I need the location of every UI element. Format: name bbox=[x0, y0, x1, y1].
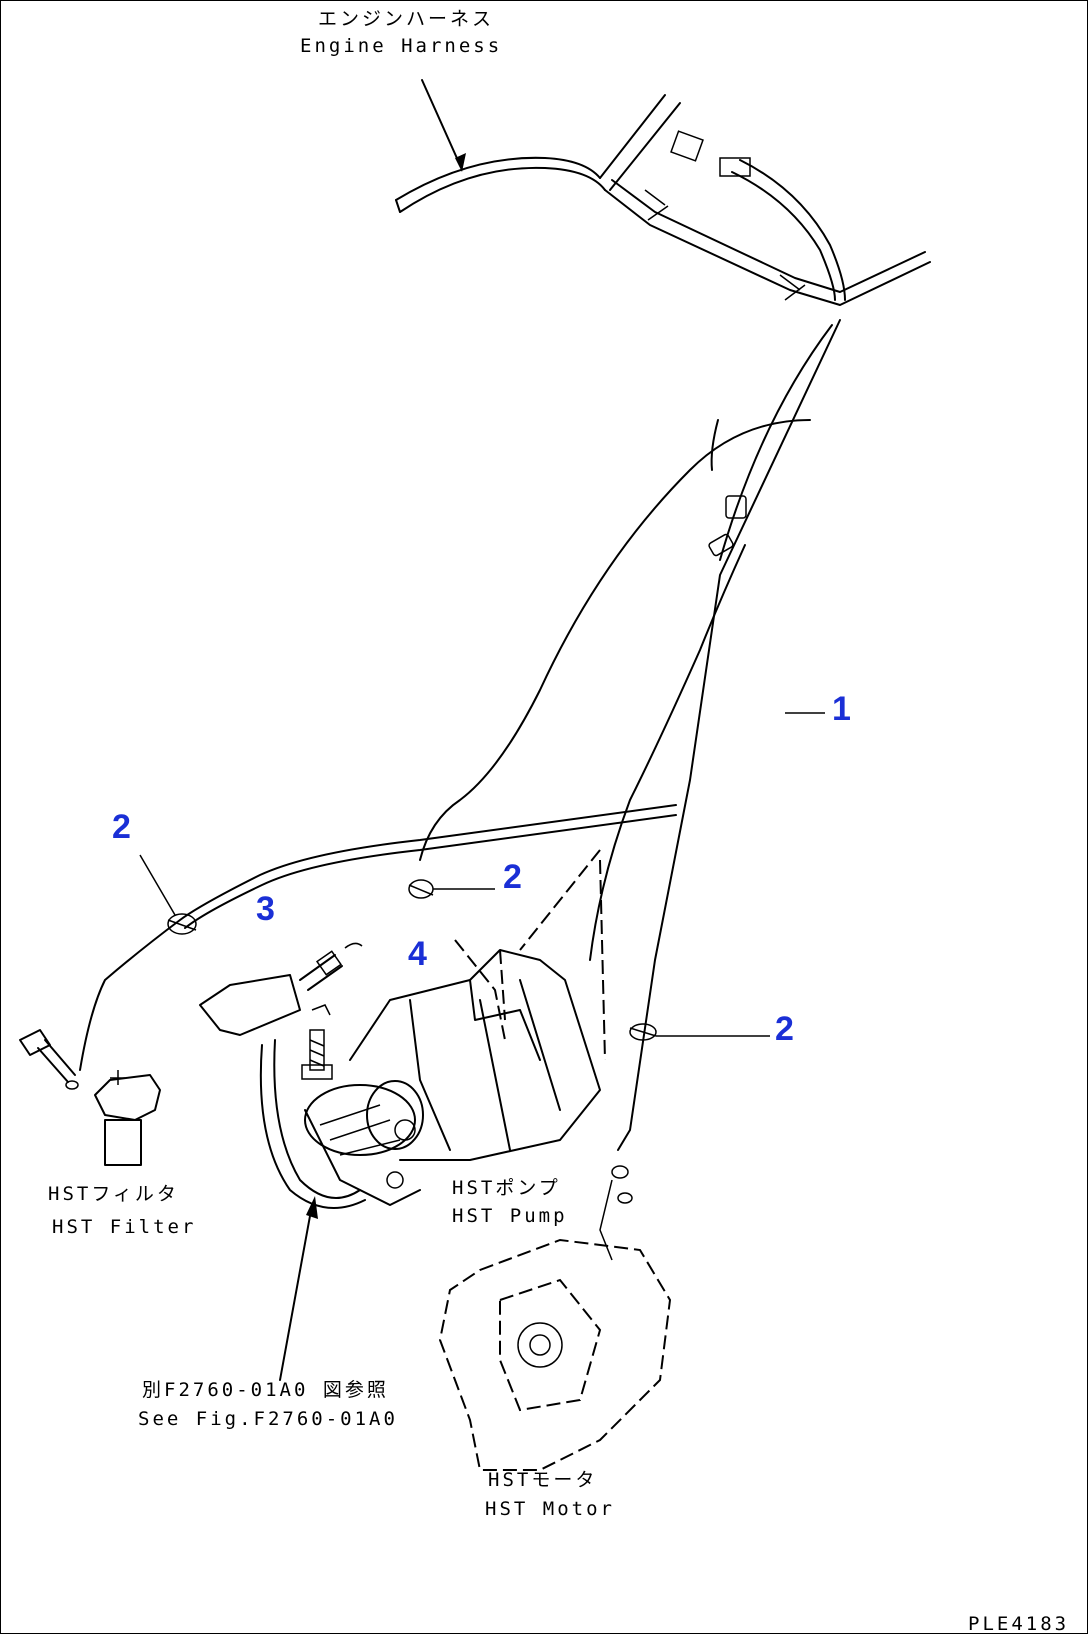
hst-motor bbox=[438, 1165, 672, 1471]
callout-leaders bbox=[139, 712, 825, 1381]
engine-harness-label-jp: エンジンハーネス bbox=[318, 8, 494, 30]
sensor-part-3 bbox=[299, 942, 363, 991]
engine-harness-label-en: Engine Harness bbox=[300, 35, 502, 57]
callout-part-2-filter: 2 bbox=[112, 808, 131, 846]
engine-harness bbox=[395, 79, 931, 306]
callout-part-1: 1 bbox=[832, 690, 851, 728]
hst-filter bbox=[19, 1029, 161, 1166]
hst-pump bbox=[199, 949, 601, 1209]
callout-part-2-right: 2 bbox=[775, 1010, 794, 1048]
bolt-part-4 bbox=[301, 1004, 333, 1080]
hst-filter-label-jp: HSTフィルタ bbox=[48, 1183, 179, 1205]
hst-pump-label-jp: HSTポンプ bbox=[452, 1177, 561, 1199]
hst-motor-label-en: HST Motor bbox=[485, 1498, 615, 1520]
hst-pump-label-en: HST Pump bbox=[452, 1205, 568, 1227]
figure-id: PLE4183 bbox=[968, 1613, 1069, 1635]
clamp-right bbox=[629, 1023, 657, 1041]
see-fig-label-jp: 別F2760-01A0 図参照 bbox=[142, 1379, 389, 1401]
clamp-filter bbox=[167, 913, 197, 935]
main-harness bbox=[79, 319, 841, 1151]
callout-part-3: 3 bbox=[256, 890, 275, 928]
callout-part-2-upper: 2 bbox=[503, 858, 522, 896]
hst-motor-label-jp: HSTモータ bbox=[488, 1469, 597, 1491]
clamp-upper bbox=[408, 879, 434, 899]
callout-part-4: 4 bbox=[408, 935, 427, 973]
hst-filter-label-en: HST Filter bbox=[52, 1216, 196, 1238]
see-fig-label-en: See Fig.F2760-01A0 bbox=[138, 1408, 398, 1430]
